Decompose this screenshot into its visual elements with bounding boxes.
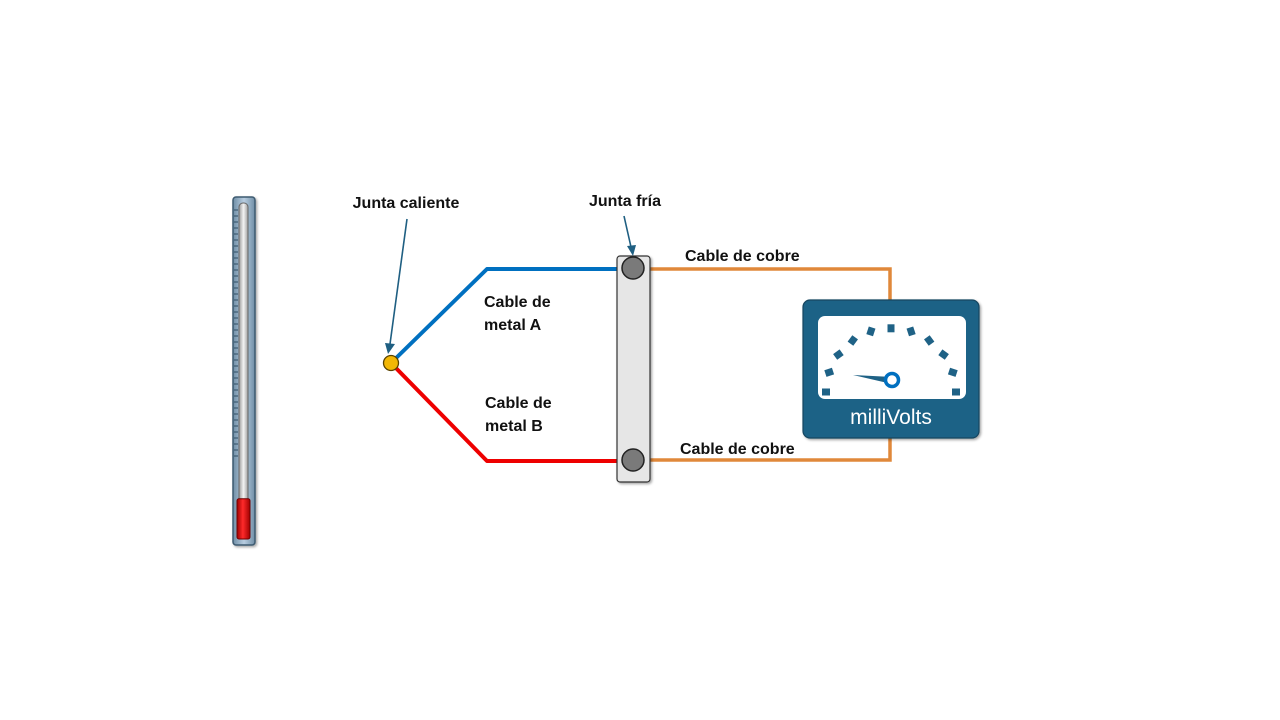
meter-scale-tick — [824, 367, 835, 377]
terminal-top — [621, 256, 645, 280]
meter-needle — [853, 375, 892, 384]
meter-scale-tick — [947, 367, 958, 377]
voltmeter-icon: milliVolts — [802, 299, 980, 439]
hot-junction-label: Junta caliente — [353, 195, 460, 212]
meter-scale-tick — [938, 349, 949, 360]
thermometer-icon — [232, 196, 256, 546]
copper-top-label: Cable de cobre — [685, 248, 800, 265]
metal-b-label-line1: Cable de — [485, 395, 552, 412]
meter-scale-tick — [906, 326, 916, 337]
meter-scale-tick — [866, 326, 876, 337]
meter-scale-tick — [822, 388, 830, 396]
meter-scale-tick — [887, 324, 895, 333]
metal-b-label-line2: metal B — [485, 418, 543, 435]
terminal-bottom — [621, 448, 645, 472]
meter-scale-tick — [952, 388, 960, 396]
hot-junction-pointer — [385, 218, 408, 354]
hot-junction-dot — [382, 354, 400, 372]
copper-wire-top — [646, 267, 892, 300]
metal-b-wire — [389, 361, 630, 463]
meter-scale-tick — [847, 335, 858, 346]
metal-a-label-line2: metal A — [484, 317, 542, 334]
meter-scale-tick — [833, 349, 844, 360]
metal-a-label-line1: Cable de — [484, 294, 551, 311]
cold-junction-label: Junta fría — [589, 193, 661, 210]
metal-a-wire — [389, 267, 630, 365]
meter-pivot — [883, 371, 901, 389]
meter-unit-label: milliVolts — [850, 406, 932, 429]
thermometer-mercury — [236, 498, 251, 540]
copper-bottom-label: Cable de cobre — [680, 441, 795, 458]
cold-junction-pointer — [623, 215, 636, 256]
thermometer-scale — [234, 209, 238, 457]
meter-scale-tick — [924, 335, 935, 346]
copper-wire-bottom — [646, 438, 892, 462]
terminal-block — [616, 255, 651, 483]
meter-scale — [822, 324, 960, 396]
